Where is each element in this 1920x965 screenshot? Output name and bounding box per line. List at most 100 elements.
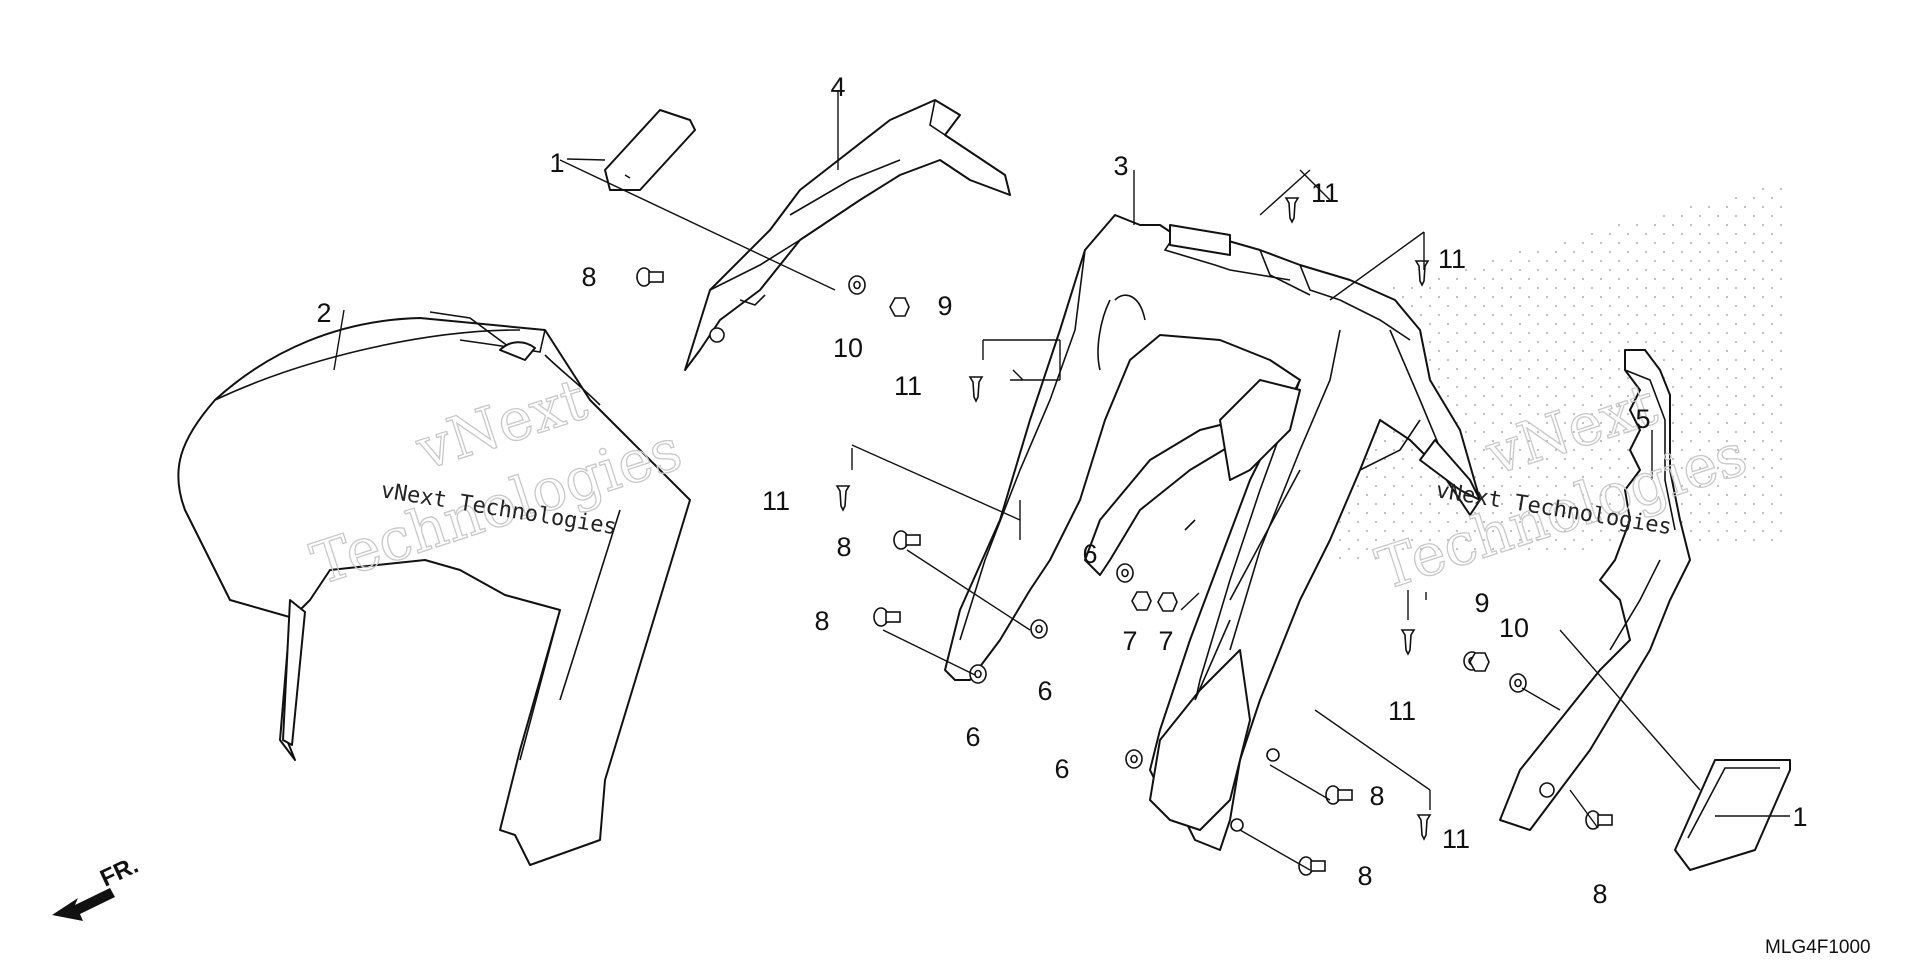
dot-mark	[1563, 511, 1567, 515]
dot-mark	[1446, 340, 1450, 344]
dot-mark	[1599, 331, 1603, 335]
dot-mark	[1752, 340, 1756, 344]
dot-mark	[1554, 448, 1558, 452]
dot-mark	[1410, 286, 1414, 290]
dot-mark	[1410, 466, 1414, 470]
dot-mark	[1374, 502, 1378, 506]
dot-mark	[1500, 484, 1504, 488]
dot-mark	[1572, 250, 1576, 254]
dot-mark	[1608, 340, 1612, 344]
dot-mark	[1743, 403, 1747, 407]
dot-mark	[1761, 277, 1765, 281]
dot-mark	[1590, 466, 1594, 470]
dot-mark	[1761, 241, 1765, 245]
dot-mark	[1554, 286, 1558, 290]
front-cowl-part-3	[944, 214, 1481, 851]
dot-mark	[1743, 493, 1747, 497]
dot-mark	[1617, 241, 1621, 245]
dot-mark	[1428, 304, 1432, 308]
dot-mark	[1545, 367, 1549, 371]
dot-mark	[1680, 484, 1684, 488]
dot-mark	[1608, 484, 1612, 488]
dot-mark	[1590, 286, 1594, 290]
dot-mark	[1716, 304, 1720, 308]
washer-hole-icon	[1035, 624, 1043, 634]
leader-line	[1314, 709, 1431, 791]
dot-mark	[1383, 511, 1387, 515]
dot-mark	[1752, 430, 1756, 434]
dot-mark	[1509, 295, 1513, 299]
dot-mark	[1608, 322, 1612, 326]
dot-mark	[1752, 448, 1756, 452]
dot-mark	[1644, 250, 1648, 254]
dot-mark	[1734, 250, 1738, 254]
dot-mark	[1680, 322, 1684, 326]
dot-mark	[1653, 295, 1657, 299]
dot-mark	[1491, 529, 1495, 533]
dot-mark	[1563, 367, 1567, 371]
dot-mark	[1743, 367, 1747, 371]
dot-mark	[1410, 484, 1414, 488]
dot-mark	[1770, 448, 1774, 452]
dot-mark	[1716, 286, 1720, 290]
dot-mark	[1617, 331, 1621, 335]
dot-mark	[1365, 547, 1369, 551]
dot-mark	[1599, 421, 1603, 425]
dot-mark	[1617, 259, 1621, 263]
dot-mark	[1581, 493, 1585, 497]
dot-mark	[1734, 196, 1738, 200]
dot-mark	[1545, 475, 1549, 479]
dot-mark	[1500, 394, 1504, 398]
dot-mark	[1500, 520, 1504, 524]
dot-mark	[1680, 232, 1684, 236]
dot-mark	[1698, 430, 1702, 434]
dot-mark	[1779, 457, 1783, 461]
dot-mark	[1545, 385, 1549, 389]
dot-mark	[1347, 511, 1351, 515]
dot-mark	[1617, 349, 1621, 353]
dot-mark	[1761, 295, 1765, 299]
dot-mark	[1455, 547, 1459, 551]
dot-mark	[1716, 484, 1720, 488]
dot-mark	[1581, 475, 1585, 479]
dot-mark	[1734, 376, 1738, 380]
dot-mark	[1464, 394, 1468, 398]
dot-mark	[1716, 520, 1720, 524]
dot-mark	[1608, 376, 1612, 380]
dot-mark	[1464, 430, 1468, 434]
dot-mark	[1509, 313, 1513, 317]
dot-mark	[1383, 439, 1387, 443]
dot-mark	[1725, 475, 1729, 479]
dot-mark	[1572, 286, 1576, 290]
dot-mark	[1365, 511, 1369, 515]
dot-mark	[1383, 493, 1387, 497]
dot-mark	[1581, 259, 1585, 263]
dot-mark	[1428, 484, 1432, 488]
dot-mark	[1545, 277, 1549, 281]
dot-mark	[1518, 430, 1522, 434]
nut-icon	[1131, 591, 1152, 611]
dot-mark	[1716, 250, 1720, 254]
dot-mark	[1752, 322, 1756, 326]
dot-mark	[1482, 484, 1486, 488]
callout-3: 3	[1113, 151, 1128, 181]
dot-mark	[1518, 520, 1522, 524]
dot-mark	[1590, 304, 1594, 308]
dot-mark	[1455, 313, 1459, 317]
callout-8: 8	[814, 606, 829, 636]
bolt-shank-icon	[1597, 814, 1613, 826]
dot-mark	[1419, 547, 1423, 551]
leader-line	[882, 629, 976, 676]
dot-mark	[1590, 322, 1594, 326]
callout-11: 11	[1438, 244, 1466, 274]
dot-mark	[1779, 403, 1783, 407]
dot-mark	[1527, 421, 1531, 425]
dot-mark	[1581, 313, 1585, 317]
dot-mark	[1563, 241, 1567, 245]
dot-mark	[1428, 520, 1432, 524]
dot-mark	[1500, 376, 1504, 380]
dot-mark	[1455, 385, 1459, 389]
dot-mark	[1770, 286, 1774, 290]
dot-mark	[1464, 412, 1468, 416]
